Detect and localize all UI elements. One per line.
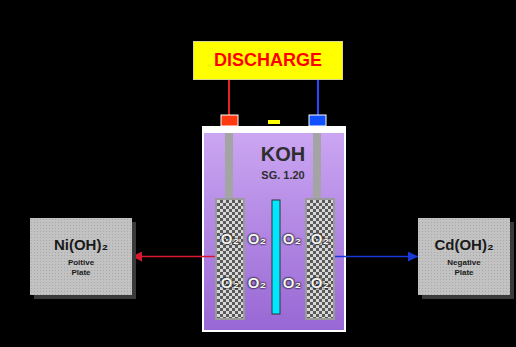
vent-cap bbox=[268, 120, 280, 124]
node-subtext: Poitive Plate bbox=[59, 258, 103, 276]
node-heading: O₂ bbox=[221, 230, 239, 247]
negative-plate: O₂ O₂ bbox=[305, 198, 335, 320]
gas-label: O₂ bbox=[283, 274, 301, 291]
battery-cell: KOH SG. 1.20O₂ O₂ O₂ O₂ O₂ O₂ O₂ O₂ bbox=[202, 126, 346, 332]
node-subtext: O₂ bbox=[221, 274, 239, 291]
positive-plate: O₂ O₂ bbox=[215, 198, 245, 320]
node-heading: Cd(OH)₂ bbox=[434, 236, 493, 253]
negative-rod bbox=[313, 133, 321, 199]
negative-terminal bbox=[309, 115, 326, 126]
gas-label: O₂ bbox=[248, 230, 266, 247]
negative-wire bbox=[317, 78, 319, 116]
positive-terminal bbox=[221, 115, 238, 126]
node-subtext: SG. 1.20 bbox=[261, 169, 304, 181]
node-subtext: O₂ bbox=[311, 274, 329, 291]
node-heading: O₂ bbox=[311, 230, 329, 247]
positive-rod bbox=[225, 133, 233, 199]
negative-plate-box: Cd(OH)₂ Negative Plate bbox=[418, 218, 510, 295]
node-heading: Ni(OH)₂ bbox=[54, 236, 108, 253]
node-heading: DISCHARGE bbox=[214, 50, 322, 71]
node-subtext: Negative Plate bbox=[440, 258, 488, 276]
reaction-arrow bbox=[335, 256, 418, 258]
electrolyte bbox=[204, 133, 344, 330]
reaction-arrow bbox=[132, 256, 215, 258]
positive-wire bbox=[228, 78, 230, 116]
node-heading: KOH bbox=[261, 143, 305, 166]
gas-label: O₂ bbox=[248, 274, 266, 291]
separator bbox=[272, 200, 280, 314]
discharge-box: DISCHARGE bbox=[193, 41, 343, 80]
positive-plate-box: Ni(OH)₂ Poitive Plate bbox=[30, 218, 132, 295]
cell-case bbox=[202, 126, 346, 332]
gas-label: O₂ bbox=[283, 230, 301, 247]
